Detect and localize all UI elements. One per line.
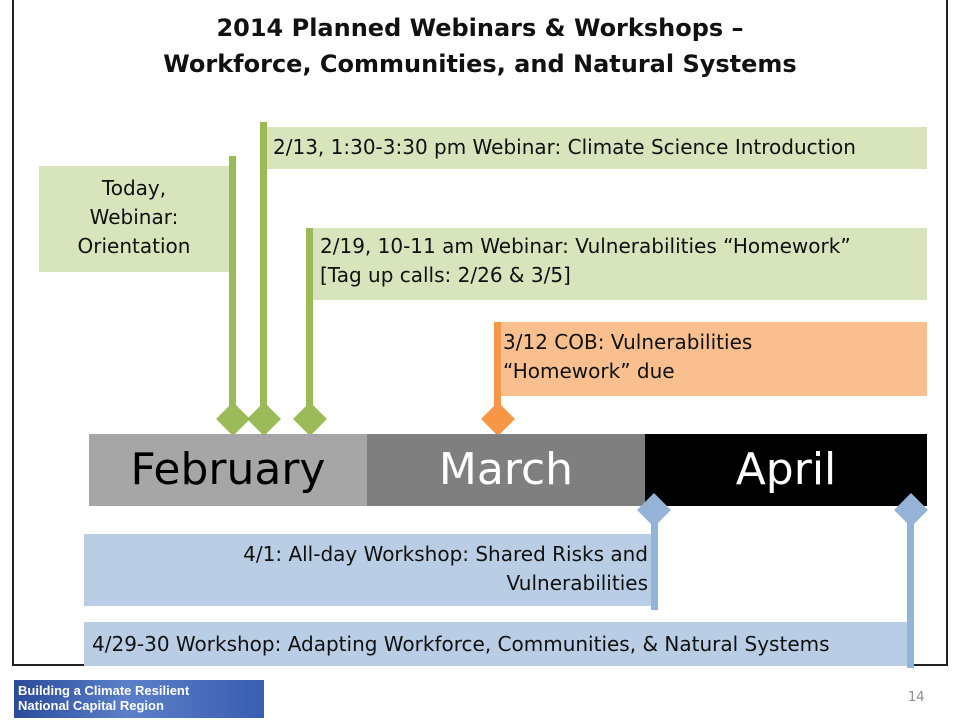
- org-logo: Building a Climate Resilient National Ca…: [14, 680, 264, 718]
- logo-line-2: National Capital Region: [18, 698, 164, 713]
- event-today-line-3: Orientation: [77, 234, 191, 258]
- event-apr29-box: 4/29-30 Workshop: Adapting Workforce, Co…: [84, 622, 908, 666]
- month-march: March: [367, 434, 645, 506]
- event-today-box: Today, Webinar: Orientation: [39, 166, 229, 272]
- event-feb19-box: 2/19, 10-11 am Webinar: Vulnerabilities …: [312, 228, 927, 300]
- page-number: 14: [908, 690, 925, 705]
- marker-feb19-stem: [306, 228, 313, 418]
- month-april: April: [645, 434, 927, 506]
- marker-apr29-stem: [907, 508, 914, 668]
- month-april-label: April: [735, 444, 837, 495]
- event-feb13-box: 2/13, 1:30-3:30 pm Webinar: Climate Scie…: [265, 127, 927, 169]
- month-february: February: [89, 434, 367, 506]
- title-line-1: 2014 Planned Webinars & Workshops –: [216, 14, 744, 42]
- event-apr29-line-1: 4/29-30 Workshop: Adapting Workforce, Co…: [92, 632, 830, 656]
- event-mar12-box: 3/12 COB: Vulnerabilities “Homework” due: [495, 322, 927, 396]
- event-apr1-line-1: 4/1: All-day Workshop: Shared Risks and: [243, 542, 648, 566]
- event-feb19-line-1: 2/19, 10-11 am Webinar: Vulnerabilities …: [320, 234, 851, 258]
- event-mar12-line-1: 3/12 COB: Vulnerabilities: [503, 330, 753, 354]
- title-line-2: Workforce, Communities, and Natural Syst…: [163, 50, 797, 78]
- marker-mar12-stem: [494, 322, 501, 418]
- marker-feb13-stem: [260, 122, 267, 418]
- month-february-label: February: [130, 444, 326, 495]
- org-logo-text: Building a Climate Resilient National Ca…: [18, 683, 189, 713]
- marker-today-stem: [229, 156, 236, 418]
- event-apr1-box: 4/1: All-day Workshop: Shared Risks and …: [84, 534, 656, 606]
- slide-title: 2014 Planned Webinars & Workshops – Work…: [30, 10, 930, 82]
- event-feb19-line-2: [Tag up calls: 2/26 & 3/5]: [320, 263, 571, 287]
- event-feb13-line-1: 2/13, 1:30-3:30 pm Webinar: Climate Scie…: [273, 135, 856, 159]
- marker-apr1-stem: [651, 508, 658, 610]
- event-today-line-2: Webinar:: [89, 205, 179, 229]
- event-mar12-line-2: “Homework” due: [503, 359, 675, 383]
- event-today-line-1: Today,: [101, 176, 167, 200]
- event-apr1-line-2: Vulnerabilities: [506, 571, 648, 595]
- month-march-label: March: [438, 444, 574, 495]
- logo-line-1: Building a Climate Resilient: [18, 683, 190, 698]
